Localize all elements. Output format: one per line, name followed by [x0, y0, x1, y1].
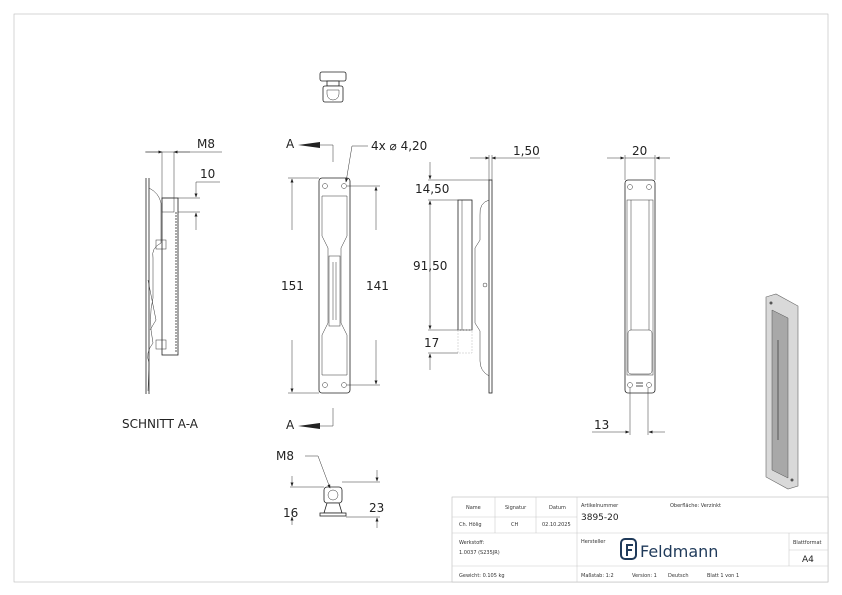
name-text: Ch. Hölig: [459, 522, 482, 528]
holes-text: 4x ⌀ 4,20: [371, 139, 427, 153]
oberflaeche-text: Oberfläche: Verzinkt: [670, 503, 721, 509]
hole-spacing-text: 141: [366, 279, 389, 293]
dim-141: 141: [347, 185, 389, 386]
section-marker-bottom: A: [286, 408, 334, 432]
side-view: [457, 179, 493, 394]
name-label-text: Name: [466, 505, 481, 511]
d91-50-text: 91,50: [413, 259, 447, 273]
dim-holes: 4x ⌀ 4,20: [345, 139, 427, 183]
section-marker-top: A: [286, 137, 334, 162]
sprache-text: Deutsch: [668, 573, 689, 579]
top-view: [319, 71, 347, 103]
isometric-view: [765, 293, 799, 490]
artikelnummer-text: 3895-20: [581, 513, 619, 523]
feldmann-logo: Feldmann: [620, 538, 718, 561]
hersteller-label-text: Hersteller: [581, 539, 606, 545]
title-block: Name Signatur Datum Ch. Hölig CH 02.10.2…: [451, 496, 829, 583]
section-marker-text: A: [286, 418, 295, 432]
d17-text: 17: [424, 336, 439, 350]
logo-text-text: Feldmann: [640, 542, 718, 561]
overall-length-text: 151: [281, 279, 304, 293]
m8-top-label: M8: [197, 137, 215, 151]
front-view: [318, 177, 351, 394]
dim-151: 151: [281, 177, 319, 394]
sheet-border: [13, 13, 829, 583]
signatur-label-text: Signatur: [505, 505, 527, 511]
section-view: SCHNITT A-A: [122, 178, 199, 431]
width-text: 20: [632, 144, 647, 158]
artikelnummer-label-text: Artikelnummer: [581, 503, 619, 509]
version-text: Version: 1: [632, 573, 657, 579]
section-label: SCHNITT A-A: [122, 417, 199, 431]
ten-label: 10: [200, 167, 215, 181]
d14-50-text: 14,50: [415, 182, 449, 196]
blattformat-label-text: Blattformat: [793, 540, 822, 546]
bottom-view: M8 16 23: [276, 449, 384, 528]
dim-1-50: 1,50: [470, 144, 540, 180]
d16-text: 16: [283, 506, 298, 520]
werkstoff-text: 1.0037 (S235JR): [459, 550, 500, 556]
hole-width-text: 13: [594, 418, 609, 432]
back-view: [624, 179, 656, 394]
section-marker-text: A: [286, 137, 295, 151]
signatur-text: CH: [511, 522, 518, 528]
m8-bottom-text: M8: [276, 449, 294, 463]
dim-10: 10: [178, 167, 220, 230]
werkstoff-label-text: Werkstoff:: [459, 540, 485, 546]
d23-text: 23: [369, 501, 384, 515]
thickness-text: 1,50: [513, 144, 540, 158]
dim-20: 20: [607, 144, 670, 180]
dim-vertical-chain: 14,50 91,50 17: [413, 162, 489, 370]
datum-label-text: Datum: [549, 505, 566, 511]
blatt-text: Blatt 1 von 1: [707, 573, 739, 579]
massstab-text: Maßstab: 1:2: [581, 573, 614, 579]
gewicht-text: Gewicht: 0.105 kg: [459, 573, 505, 579]
blattformat-text: A4: [802, 555, 814, 565]
dim-m8-top: M8: [145, 137, 222, 198]
datum-text: 02.10.2025: [542, 522, 571, 528]
dim-13: 13: [592, 388, 665, 435]
